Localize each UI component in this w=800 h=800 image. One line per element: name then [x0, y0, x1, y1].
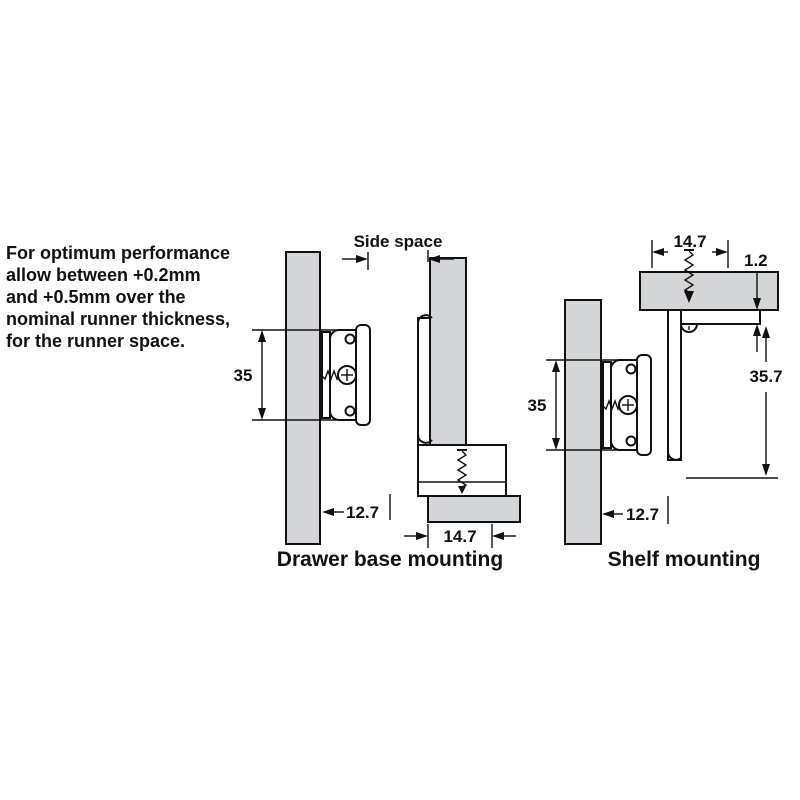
drop-height-dimension: 35.7: [686, 326, 783, 479]
profile-top-hook: [417, 314, 433, 323]
arrowhead: [356, 255, 368, 263]
runner-height-label: 35: [528, 396, 547, 415]
arrowhead: [602, 510, 614, 518]
base-fixing-screw: [456, 449, 468, 494]
runner-space-dimension: 12.7: [602, 496, 669, 524]
side-space-dimension: Side space: [342, 232, 454, 270]
runner-height-dimension: 35: [234, 329, 336, 421]
screw-thread: [456, 450, 468, 488]
ball-bearing-top: [625, 363, 637, 375]
lip-thickness-dimension: 1.2: [744, 251, 768, 352]
performance-note: For optimum performance allow between +0…: [6, 242, 268, 352]
shelf-diagram: 14.7 1.2 35.7: [528, 232, 783, 571]
arrowhead: [753, 298, 761, 310]
top-width-dimension: 14.7: [651, 232, 729, 268]
arrowhead: [258, 408, 266, 420]
drop-height-label: 35.7: [749, 367, 782, 386]
base-width-label: 14.7: [443, 527, 476, 546]
shelf-profile-strip: [667, 309, 682, 461]
arrowhead: [652, 248, 664, 256]
mounting-screw-thread: [601, 399, 622, 411]
profile-bottom-hook: [417, 435, 433, 444]
screw-tip: [684, 291, 694, 303]
drawer-side-panel: [429, 257, 467, 446]
top-width-label: 14.7: [673, 232, 706, 251]
side-space-label: Side space: [354, 232, 443, 251]
drawer-base-diagram: Side space 35 12.7: [234, 232, 521, 571]
arrowhead: [416, 532, 428, 540]
runner-assembly: [320, 324, 371, 426]
note-line: and +0.5mm over the: [6, 287, 186, 307]
note-line: allow between +0.2mm: [6, 265, 201, 285]
ball-bearing-top: [344, 333, 356, 345]
runner-assembly: [601, 354, 652, 456]
screw-tip: [458, 486, 466, 494]
arrowhead: [753, 324, 761, 336]
note-line: nominal runner thickness,: [6, 309, 231, 329]
runner-height-label: 35: [234, 366, 253, 385]
runner-inner-rail: [636, 354, 652, 456]
drawer-base-panel: [427, 495, 521, 523]
runner-height-dimension: 35: [528, 359, 622, 451]
arrowhead: [716, 248, 728, 256]
shelf-caption: Shelf mounting: [608, 548, 761, 571]
arrowhead: [552, 360, 560, 372]
note-line: For optimum performance: [6, 243, 231, 263]
cabinet-side-panel: [285, 251, 321, 545]
shelf-top-screw: [683, 249, 695, 303]
screw-thread: [683, 250, 695, 293]
lip-thickness-label: 1.2: [744, 251, 768, 270]
arrowhead: [258, 330, 266, 342]
arrowhead: [762, 326, 770, 338]
arrowhead: [552, 438, 560, 450]
drawer-base-caption: Drawer base mounting: [277, 548, 503, 571]
flange-pan-screw: [679, 323, 699, 333]
mounting-screw-thread: [320, 369, 341, 381]
arrowhead: [492, 532, 504, 540]
note-line: for the runner space.: [6, 331, 186, 351]
runner-inner-rail: [355, 324, 371, 426]
ball-bearing-bottom: [344, 405, 356, 417]
profile-bottom-hook: [667, 451, 682, 461]
runner-space-dimension: 12.7: [322, 494, 391, 522]
runner-space-label: 12.7: [626, 505, 659, 524]
base-width-dimension: 14.7: [404, 524, 516, 548]
arrowhead: [322, 508, 334, 516]
drawer-profile-strip: [417, 317, 431, 446]
cabinet-side-panel: [564, 299, 602, 545]
ball-bearing-bottom: [625, 435, 637, 447]
runner-space-label: 12.7: [346, 503, 379, 522]
arrowhead: [428, 255, 440, 263]
arrowhead: [762, 464, 770, 476]
